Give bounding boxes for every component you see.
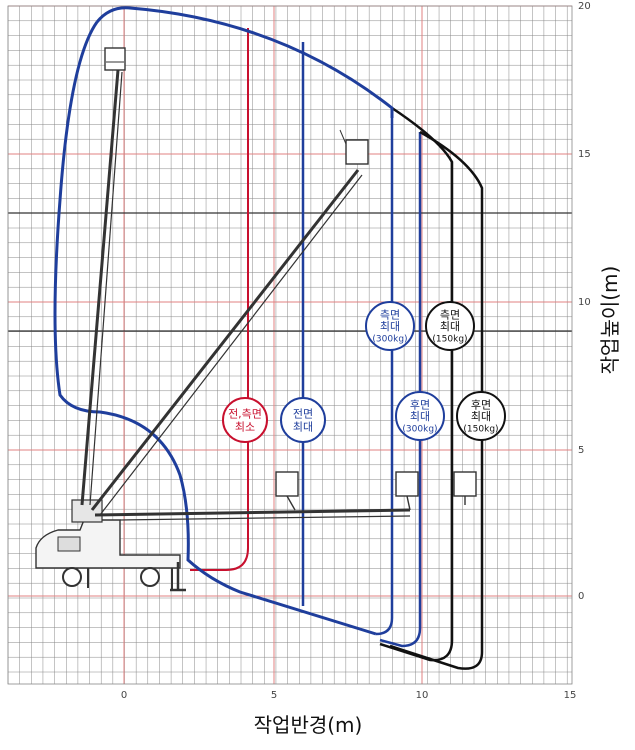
label-circle [395, 391, 445, 441]
y-tick-label: 10 [578, 297, 591, 308]
label-text: (150kg) [463, 425, 498, 435]
envelope-rear-max-150 [389, 130, 484, 670]
envelopes [53, 6, 484, 670]
x-axis-title: 작업반경(m) [254, 713, 363, 737]
x-tick-label: 5 [271, 690, 277, 701]
label-text: 최소 [235, 421, 255, 434]
label-text: 후면 [410, 399, 430, 412]
label-text: 최대 [471, 410, 491, 423]
label-text: 전,측면 [228, 408, 262, 421]
capacity-labels: 전,측면최소전면최대측면최대(300kg)측면최대(150kg)후면최대(300… [222, 301, 506, 443]
envelope-front-side-min [190, 28, 249, 571]
label-circle [280, 397, 326, 443]
grid [7, 5, 573, 685]
x-tick-label: 0 [121, 690, 127, 701]
label-text: (300kg) [372, 335, 407, 345]
label-circle [456, 391, 506, 441]
label-text: 측면 [380, 309, 400, 322]
y-axis-title: 작업높이(m) [598, 266, 622, 375]
label-text: 후면 [471, 399, 491, 412]
y-tick-label: 20 [578, 1, 591, 12]
label-text: 전면 [293, 408, 313, 421]
grid-frame [7, 5, 573, 685]
label-circle [365, 301, 415, 351]
y-tick-label: 0 [578, 591, 584, 602]
aerial-platform-truck [35, 47, 477, 592]
label-text: 측면 [440, 309, 460, 322]
label-circle [425, 301, 475, 351]
y-tick-label: 5 [578, 445, 584, 456]
label-text: 최대 [440, 320, 460, 333]
label-text: 최대 [293, 421, 313, 434]
label-text: (150kg) [432, 335, 467, 345]
label-text: 최대 [410, 410, 430, 423]
x-tick-label: 10 [416, 690, 429, 701]
y-tick-label: 15 [578, 149, 591, 160]
label-text: (300kg) [402, 425, 437, 435]
envelope-outer [53, 6, 394, 636]
envelope-side-max-150 [379, 106, 454, 662]
x-tick-label: 15 [564, 690, 577, 701]
envelope-rear-max-300 [379, 132, 422, 648]
axis-ticks: 0 5 10 15 20 15 10 5 0 [121, 1, 591, 701]
label-circle [222, 397, 268, 443]
envelope-side-max-300 [375, 108, 394, 636]
label-text: 최대 [380, 320, 400, 333]
